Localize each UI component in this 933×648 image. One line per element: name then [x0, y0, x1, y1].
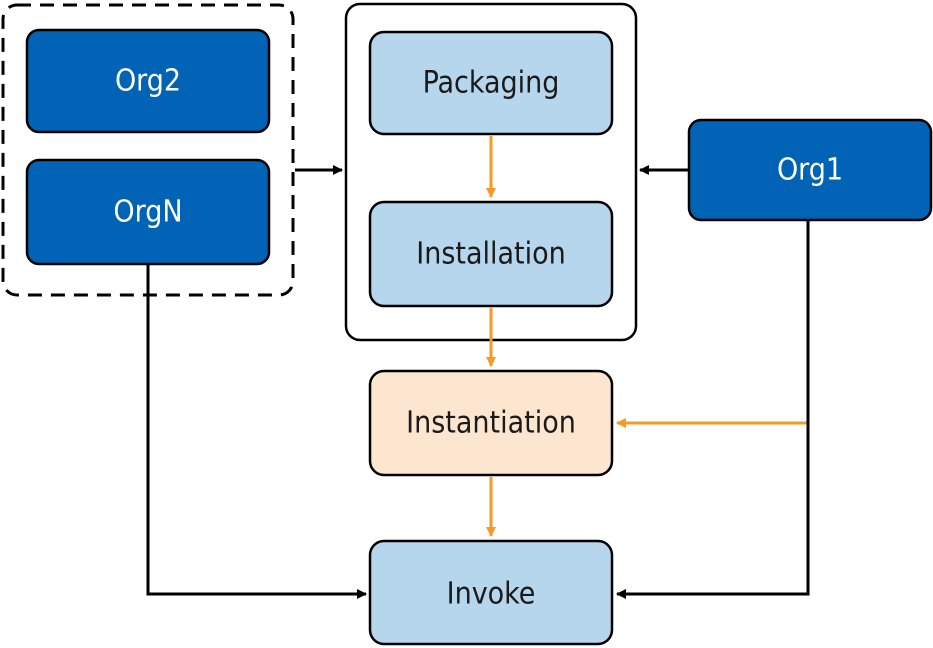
- invoke-label: Invoke: [447, 577, 536, 612]
- arrow-org1-to-invoke: [616, 221, 810, 599]
- installation-node: Installation: [368, 200, 614, 308]
- org1-node: Org1: [687, 118, 933, 222]
- installation-label: Installation: [416, 237, 565, 272]
- arrow-orgn-to-invoke: [146, 265, 367, 599]
- orgn-label: OrgN: [113, 195, 182, 230]
- packaging-label: Packaging: [423, 66, 560, 101]
- org2-node: Org2: [25, 28, 271, 134]
- orgn-node: OrgN: [25, 158, 271, 266]
- invoke-node: Invoke: [368, 539, 614, 646]
- instantiation-label: Instantiation: [406, 406, 576, 441]
- org1-label: Org1: [777, 153, 843, 188]
- org2-label: Org2: [115, 64, 181, 99]
- packaging-node: Packaging: [368, 30, 614, 136]
- instantiation-node: Instantiation: [368, 369, 614, 477]
